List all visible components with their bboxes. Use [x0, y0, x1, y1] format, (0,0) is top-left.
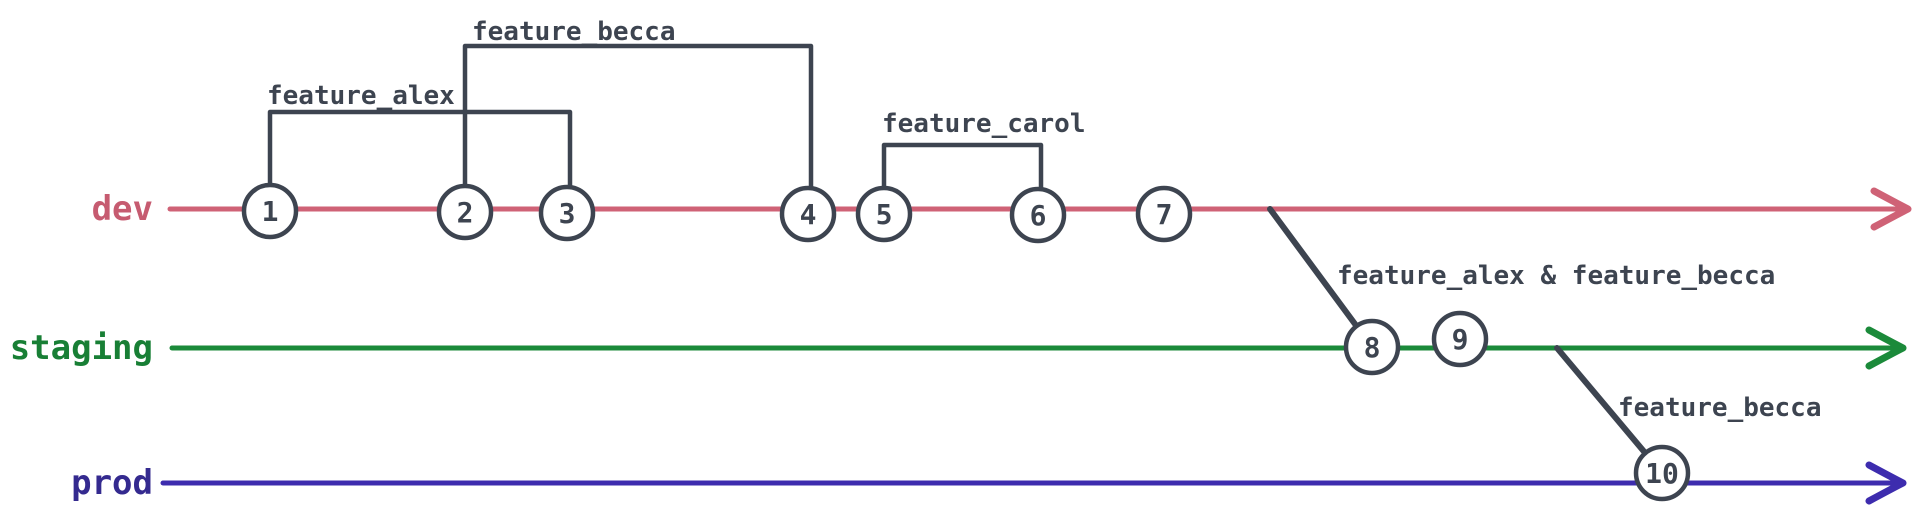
feature-label: feature_alex	[267, 81, 455, 111]
commit-label: 10	[1645, 457, 1679, 490]
commit-label: 4	[800, 198, 817, 231]
commit-node	[779, 185, 837, 243]
commit-node	[1343, 318, 1401, 376]
commit-label: 6	[1030, 199, 1047, 232]
branch-label-staging: staging	[9, 328, 153, 368]
commit-label: 1	[262, 195, 279, 228]
feature-label: feature_carol	[882, 109, 1086, 139]
commit-label: 3	[559, 197, 576, 230]
commit-node	[241, 182, 299, 240]
commit-node	[1431, 310, 1489, 368]
arrow-right-icon	[1870, 187, 1912, 231]
feature-bracket	[267, 109, 573, 193]
feature-label: feature_becca	[472, 17, 676, 47]
commit-label: 7	[1156, 198, 1173, 231]
commit-node	[1633, 444, 1691, 502]
feature-bracket	[881, 142, 1044, 195]
merge-label: feature_becca	[1618, 393, 1822, 423]
commit-node	[1009, 186, 1067, 244]
merge-label: feature_alex & feature_becca	[1337, 261, 1775, 291]
arrow-right-icon	[1865, 461, 1907, 505]
merge-edge	[1267, 206, 1375, 350]
commit-node	[1135, 185, 1193, 243]
feature-bracket	[462, 43, 814, 194]
commit-label: 5	[876, 198, 893, 231]
branch-label-prod: prod	[71, 463, 153, 503]
commit-node	[538, 184, 596, 242]
commit-node	[436, 183, 494, 241]
commit-node	[855, 185, 913, 243]
commit-label: 8	[1364, 331, 1381, 364]
commit-label: 2	[457, 196, 474, 229]
branch-label-dev: dev	[91, 189, 153, 229]
arrow-right-icon	[1865, 326, 1907, 370]
commit-label: 9	[1452, 323, 1469, 356]
